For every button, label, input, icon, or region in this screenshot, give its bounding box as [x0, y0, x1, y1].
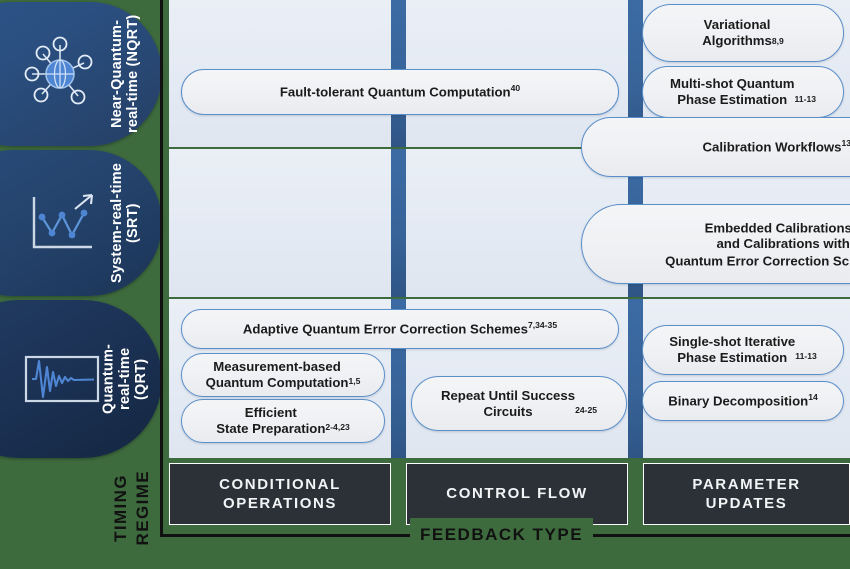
feedback-box-parameter-updates[interactable]: PARAMETER UPDATES: [643, 463, 850, 525]
regime-capsule-nqrt: Near-Quantum- real-time (NQRT): [0, 2, 162, 146]
qubit-network-icon: [12, 26, 108, 122]
timing-regime-axis-line-foot: [160, 458, 163, 536]
matrix-plot-area: Fault-tolerant Quantum Computation40 Var…: [163, 0, 850, 458]
timing-regime-axis-line: [160, 0, 163, 460]
feedback-box-control-flow[interactable]: CONTROL FLOW: [406, 463, 628, 525]
cell-srt-conditional: [169, 149, 391, 297]
pill-embedded-calibrations[interactable]: Embedded Calibrations16,26 and Calibrati…: [581, 204, 850, 284]
cell-qrt-parameter: [643, 299, 850, 458]
pill-adaptive-quantum-error-correction[interactable]: Adaptive Quantum Error Correction Scheme…: [181, 309, 619, 349]
pill-binary-decomposition[interactable]: Binary Decomposition14: [642, 381, 844, 421]
y-axis-label-part2: REGIME: [133, 470, 152, 546]
column-divider-2: [628, 0, 643, 147]
pill-calibration-workflows[interactable]: Calibration Workflows13,29-33: [581, 117, 850, 177]
trend-chart-icon: [12, 175, 108, 271]
y-axis-label: TIMING REGIME: [104, 452, 160, 564]
pill-fault-tolerant-quantum-computation[interactable]: Fault-tolerant Quantum Computation40: [181, 69, 619, 115]
feedback-box-conditional-operations[interactable]: CONDITIONAL OPERATIONS: [169, 463, 391, 525]
y-axis-label-part1: TIMING: [111, 474, 130, 542]
regime-label-srt: System-real-time (SRT): [108, 162, 141, 284]
regime-capsule-qrt: Quantum- real-time (QRT): [0, 300, 162, 458]
x-axis-label: FEEDBACK TYPE: [410, 518, 594, 552]
regime-label-nqrt: Near-Quantum- real-time (NQRT): [108, 14, 141, 134]
regime-capsule-srt: System-real-time (SRT): [0, 150, 162, 296]
column-divider-1: [391, 149, 406, 297]
feedback-type-row: CONDITIONAL OPERATIONS CONTROL FLOW PARA…: [163, 460, 850, 528]
oscilloscope-icon: [12, 331, 112, 427]
regime-label-qrt: Quantum- real-time (QRT): [100, 343, 150, 415]
column-divider-2: [628, 299, 643, 458]
